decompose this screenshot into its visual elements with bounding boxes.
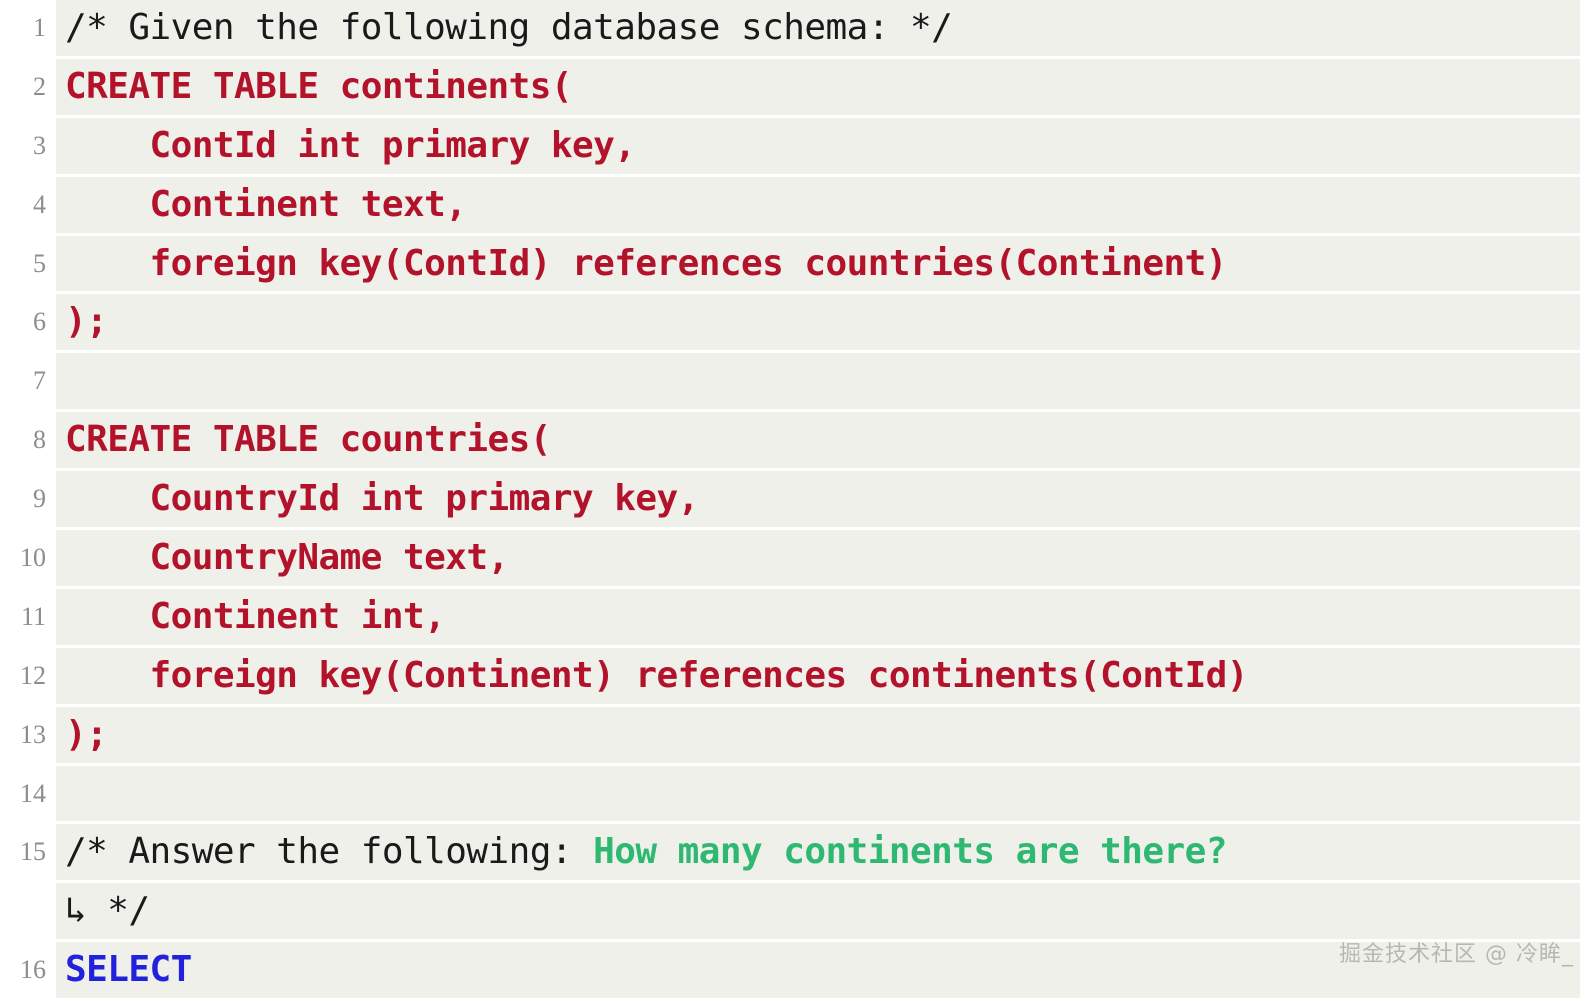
code-line[interactable]: 10 CountryName text,: [0, 530, 1596, 586]
token-sql: CountryId int primary key,: [65, 478, 699, 520]
token-sql: ContId int primary key,: [65, 124, 636, 166]
line-separator: [0, 173, 1596, 177]
line-number: 5: [0, 235, 56, 292]
token-sql: Continent int,: [65, 595, 446, 637]
code-line-content[interactable]: [56, 353, 1580, 410]
line-separator: [0, 527, 1596, 531]
line-number: 14: [0, 765, 56, 822]
line-number: 8: [0, 412, 56, 469]
code-line-content[interactable]: ContId int primary key,: [56, 117, 1580, 174]
line-separator: [0, 821, 1596, 825]
line-number: 3: [0, 117, 56, 174]
code-line[interactable]: 1/* Given the following database schema:…: [0, 0, 1596, 56]
code-line-content[interactable]: );: [56, 294, 1580, 351]
line-separator: [0, 703, 1596, 707]
code-line[interactable]: 5 foreign key(ContId) references countri…: [0, 235, 1596, 292]
line-number: 4: [0, 176, 56, 233]
line-separator: [0, 939, 1596, 943]
line-number: 2: [0, 58, 56, 115]
token-sql: foreign key(Continent) references contin…: [65, 654, 1248, 696]
code-line-content[interactable]: CREATE TABLE countries(: [56, 412, 1580, 469]
code-line-content[interactable]: CountryId int primary key,: [56, 471, 1580, 528]
line-separator: [0, 468, 1596, 472]
code-line[interactable]: 7: [0, 353, 1596, 410]
line-number: 1: [0, 0, 56, 56]
line-number: 9: [0, 471, 56, 528]
token-select: SELECT: [65, 949, 192, 991]
code-line[interactable]: 9 CountryId int primary key,: [0, 471, 1596, 528]
code-line-content[interactable]: CountryName text,: [56, 530, 1580, 586]
line-number: [0, 883, 56, 940]
token-comment: /* Answer the following:: [65, 831, 594, 873]
code-line[interactable]: 11 Continent int,: [0, 588, 1596, 645]
line-separator: [0, 114, 1596, 118]
line-separator: [0, 291, 1596, 295]
code-line-content[interactable]: foreign key(Continent) references contin…: [56, 647, 1580, 704]
watermark: 掘金技术社区 @ 冷眸_: [1339, 942, 1574, 967]
code-line-content[interactable]: Continent text,: [56, 176, 1580, 233]
code-line[interactable]: 6);: [0, 294, 1596, 351]
code-line-content[interactable]: /* Given the following database schema: …: [56, 0, 1580, 56]
code-line[interactable]: 3 ContId int primary key,: [0, 117, 1596, 174]
line-separator: [0, 55, 1596, 59]
code-line[interactable]: 15/* Answer the following: How many cont…: [0, 824, 1596, 881]
token-sql: foreign key(ContId) references countries…: [65, 242, 1227, 284]
line-number: 7: [0, 353, 56, 410]
code-line-content[interactable]: Continent int,: [56, 588, 1580, 645]
token-sql: Continent text,: [65, 183, 467, 225]
code-line-wrapped[interactable]: ↳ */: [0, 883, 1596, 940]
token-sql: );: [65, 713, 108, 755]
token-sql: CREATE TABLE countries(: [65, 419, 551, 461]
line-number: 15: [0, 824, 56, 881]
line-separator: [0, 409, 1596, 413]
code-line-content[interactable]: CREATE TABLE continents(: [56, 58, 1580, 115]
token-wrapmark: ↳ */: [65, 890, 150, 932]
code-line[interactable]: 13);: [0, 706, 1596, 763]
code-line-content[interactable]: );: [56, 706, 1580, 763]
token-comment: /* Given the following database schema: …: [65, 7, 953, 48]
token-question: How many continents are there?: [593, 831, 1227, 873]
line-separator: [0, 644, 1596, 648]
line-number: 13: [0, 706, 56, 763]
line-number: 6: [0, 294, 56, 351]
line-number: 11: [0, 588, 56, 645]
token-sql: CREATE TABLE continents(: [65, 65, 573, 107]
token-sql: CountryName text,: [65, 537, 509, 579]
code-line[interactable]: 4 Continent text,: [0, 176, 1596, 233]
line-separator: [0, 585, 1596, 589]
line-number: 16: [0, 942, 56, 999]
code-line-content[interactable]: SELECT: [56, 942, 1580, 999]
code-line-content[interactable]: /* Answer the following: How many contin…: [56, 824, 1580, 881]
line-separator: [0, 762, 1596, 766]
line-separator: [0, 232, 1596, 236]
code-line-content[interactable]: ↳ */: [56, 883, 1580, 940]
line-separator: [0, 350, 1596, 354]
code-line-content[interactable]: [56, 765, 1580, 822]
line-number: 12: [0, 647, 56, 704]
token-sql: );: [65, 301, 108, 343]
line-number: 10: [0, 530, 56, 586]
code-line[interactable]: 14: [0, 765, 1596, 822]
code-line-content[interactable]: foreign key(ContId) references countries…: [56, 235, 1580, 292]
line-separator: [0, 880, 1596, 884]
code-line[interactable]: 12 foreign key(Continent) references con…: [0, 647, 1596, 704]
